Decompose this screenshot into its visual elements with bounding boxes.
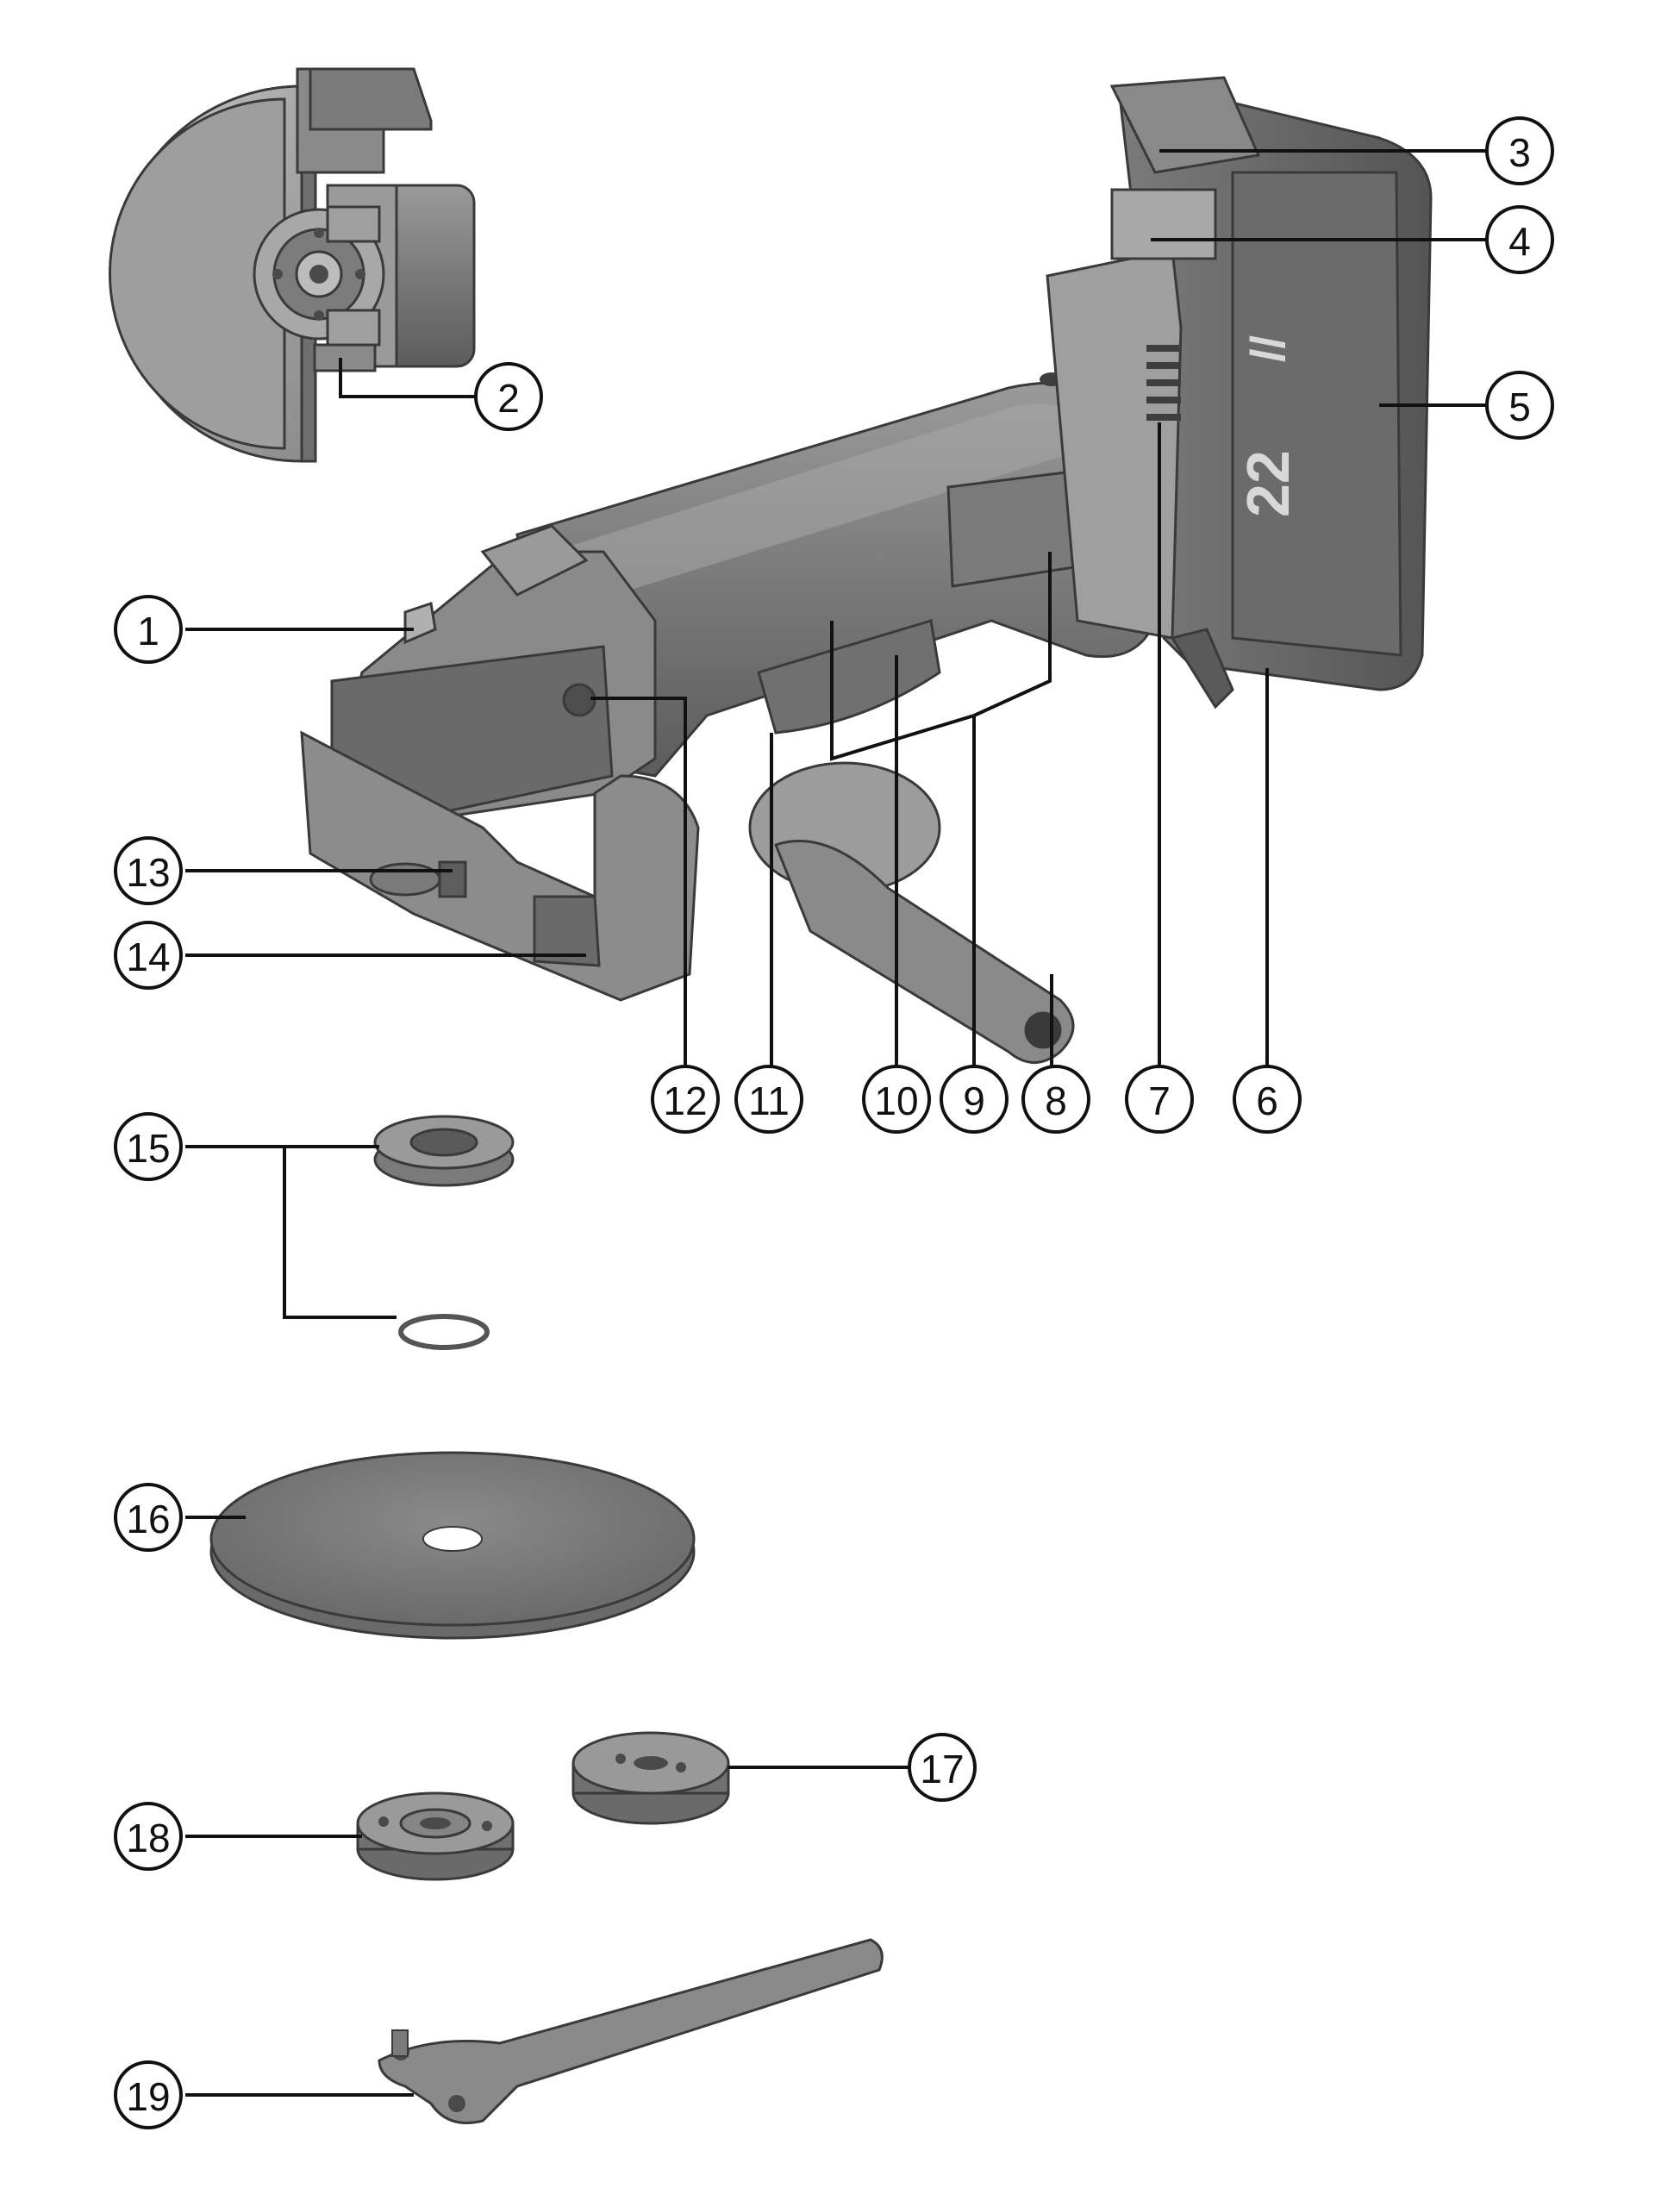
callout-label: 10 [874, 1078, 918, 1123]
callout-1: 1 [114, 595, 183, 664]
callout-label: 19 [126, 2074, 170, 2119]
callout-label: 13 [126, 850, 170, 895]
callout-11: 11 [734, 1065, 803, 1134]
callout-label: 8 [1045, 1078, 1067, 1123]
callout-8: 8 [1021, 1065, 1090, 1134]
battery-pack: 22 // [1046, 76, 1433, 710]
callout-label: 14 [126, 935, 170, 979]
callout-4: 4 [1485, 205, 1554, 274]
side-handle [748, 761, 1075, 1064]
callout-7: 7 [1125, 1065, 1194, 1134]
battery-voltage-text: 22 [1234, 450, 1302, 517]
callout-6: 6 [1233, 1065, 1302, 1134]
callout-label: 16 [126, 1497, 170, 1541]
callout-16: 16 [114, 1483, 183, 1552]
callout-12: 12 [651, 1065, 720, 1134]
callout-label: 1 [137, 609, 159, 653]
support-flange-18 [356, 1791, 515, 1881]
battery-charge-indicator [1146, 345, 1181, 421]
clamping-nut-17 [571, 1731, 730, 1825]
callout-3: 3 [1485, 116, 1554, 185]
callout-10: 10 [862, 1065, 931, 1134]
callout-label: 2 [497, 376, 520, 421]
o-ring-15 [398, 1314, 490, 1350]
callout-15: 15 [114, 1112, 183, 1181]
callout-label: 4 [1508, 219, 1531, 264]
callout-19: 19 [114, 2060, 183, 2129]
grinding-disc-16 [209, 1451, 696, 1640]
battery-brand-mark: // [1240, 334, 1295, 362]
callout-label: 7 [1148, 1078, 1171, 1123]
leader-lines [185, 149, 1487, 2097]
callout-label: 11 [748, 1078, 790, 1123]
callout-label: 6 [1256, 1078, 1278, 1123]
callout-18: 18 [114, 1802, 183, 1871]
callout-label: 5 [1508, 385, 1531, 429]
callout-label: 12 [663, 1078, 707, 1123]
callout-5: 5 [1485, 371, 1554, 440]
inset-guard-detail [109, 67, 476, 463]
flange-15 [373, 1115, 515, 1187]
grinder-body [300, 372, 1157, 1002]
callout-label: 17 [920, 1747, 964, 1791]
pin-spanner-19 [378, 1938, 884, 2124]
callout-label: 9 [963, 1078, 985, 1123]
callout-2: 2 [474, 362, 543, 431]
callout-label: 15 [126, 1126, 170, 1171]
callout-label: 3 [1508, 130, 1531, 175]
callout-label: 18 [126, 1816, 170, 1860]
callout-17: 17 [908, 1733, 977, 1802]
callout-14: 14 [114, 921, 183, 990]
callout-13: 13 [114, 836, 183, 905]
callout-9: 9 [940, 1065, 1009, 1134]
